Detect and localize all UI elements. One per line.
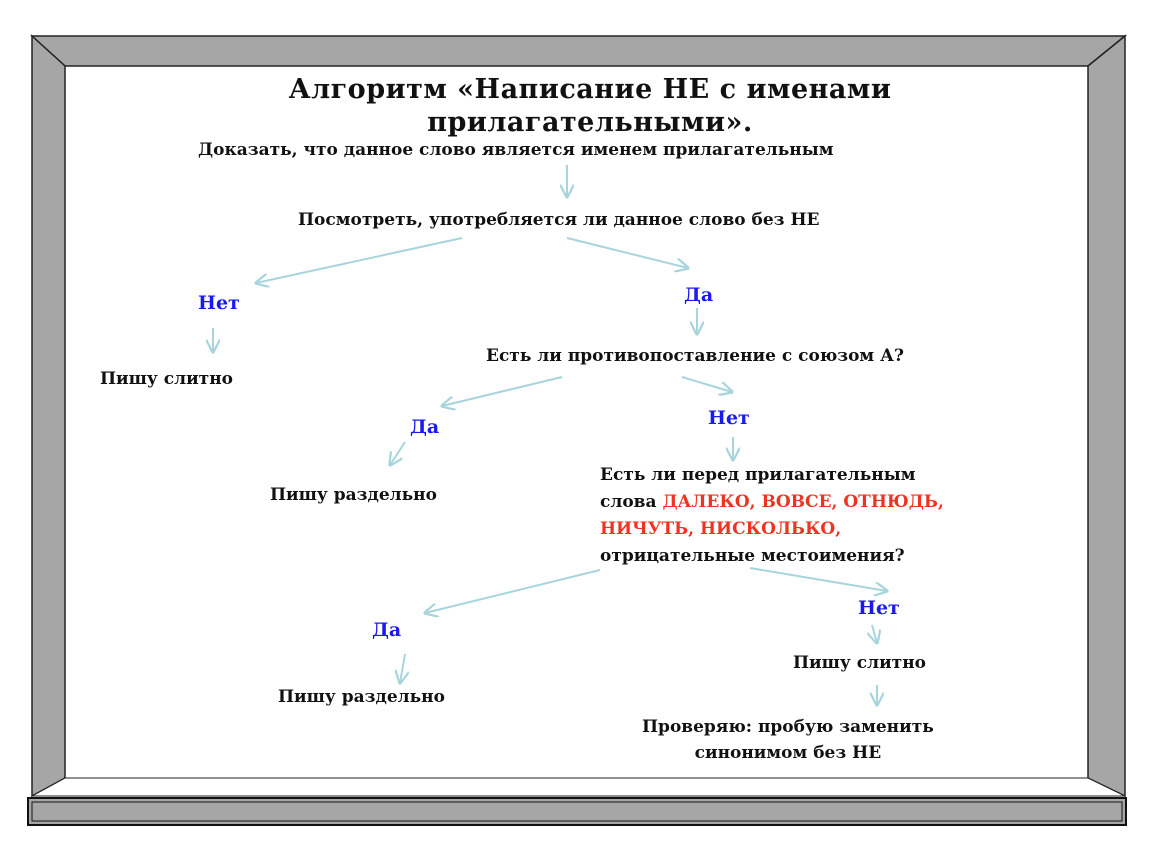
words-question-highlight-2: НИЧУТЬ, НИСКОЛЬКО, [600,519,842,539]
answer-yes-2: Да [410,416,440,438]
words-question-line-4: отрицательные местоимения? [600,546,905,566]
words-question-prefix: слова [600,492,657,512]
words-question-line-2: слова ДАЛЕКО, ВОВСЕ, ОТНЮДЬ, [600,489,944,516]
node-prove-adjective: Доказать, что данное слово является имен… [198,140,834,160]
answer-no-2: Нет [708,407,750,429]
node-write-separately-2: Пишу раздельно [278,687,445,707]
words-question-highlight-1: ДАЛЕКО, ВОВСЕ, ОТНЮДЬ, [662,492,944,512]
node-contrast-question: Есть ли противопоставление с союзом А? [486,346,904,366]
node-write-together-1: Пишу слитно [100,369,233,389]
answer-no-1: Нет [198,292,240,314]
title-line-2: прилагательными». [427,107,753,139]
node-words-question: Есть ли перед прилагательным слова ДАЛЕК… [600,462,944,570]
node-check-without-ne: Посмотреть, употребляется ли данное слов… [298,210,820,230]
diagram-title: Алгоритм «Написание НЕ с именами прилага… [230,74,950,138]
node-write-together-2: Пишу слитно [793,653,926,673]
node-check-synonym: Проверяю: пробую заменить синонимом без … [642,714,934,766]
check-synonym-line-1: Проверяю: пробую заменить [642,717,934,737]
check-synonym-line-2: синонимом без НЕ [694,743,882,763]
answer-no-3: Нет [858,597,900,619]
words-question-line-1: Есть ли перед прилагательным [600,465,916,485]
answer-yes-3: Да [372,619,402,641]
node-write-separately-1: Пишу раздельно [270,485,437,505]
title-line-1: Алгоритм «Написание НЕ с именами [288,74,892,105]
answer-yes-1: Да [684,284,714,306]
